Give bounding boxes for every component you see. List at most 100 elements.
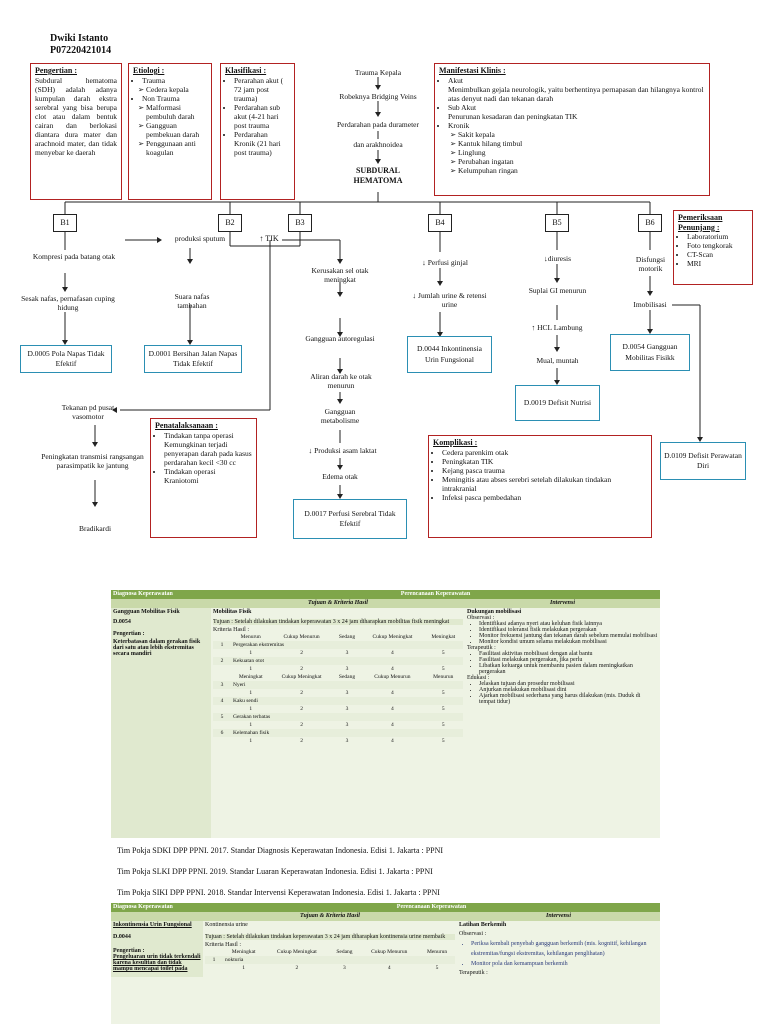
- b2-node-suara: Suara nafas tambahan: [174, 292, 210, 311]
- t1-ter-item: Fasilitasi aktivitas mobilisasi dengan a…: [479, 651, 658, 657]
- t1-scale-a: Cukup Menurun: [283, 634, 320, 640]
- t1-obs-item: Monitor frekuensi jantung dan tekanan da…: [479, 633, 658, 639]
- diagnosis-d0017: D.0017 Perfusi Serebral Tidak Efektif: [293, 499, 407, 539]
- manifestasi-item: Sub Akut: [448, 103, 705, 112]
- b4-perfusi-label: Perfusi ginjal: [427, 258, 468, 267]
- etiologi-box: Etiologi : Trauma Cedera kepala Non Trau…: [128, 63, 212, 200]
- t1-scale-a: Menurun: [240, 634, 261, 640]
- t2-scale: Cukup Menurun: [371, 949, 408, 955]
- t1-scale-a: Sedang: [338, 634, 356, 640]
- t1-row-label: Pergerakan ekstremitas: [233, 642, 285, 648]
- t1-scale-a: Meningkat: [431, 634, 456, 640]
- t1-edu-item: Ajarkan mobilisasi sederhana yang harus …: [479, 693, 658, 705]
- t2-scale: Meningkat: [231, 949, 256, 955]
- manifestasi-box: Manifestasi Klinis : Akut Menimbulkan ge…: [434, 63, 710, 196]
- t1-header-diagnosa: Diagnosa Keperawatan: [113, 591, 173, 597]
- flow-connectors: [62, 77, 703, 507]
- t1-scale-b: Meningkat: [238, 674, 263, 680]
- t1-kriteria: Kriteria Hasil :: [213, 627, 249, 633]
- b1-node-bradikardi: Bradikardi: [78, 524, 112, 533]
- t1-edukasi: Edukasi :: [467, 675, 490, 681]
- b5-hcl-label: HCL Lambung: [537, 323, 583, 332]
- etiologi-item: Non Trauma: [142, 94, 207, 103]
- pemeriksaan-item: Foto tengkorak: [687, 241, 748, 250]
- t1-row-label: Kaku sendi: [233, 698, 258, 704]
- t1-edu-item: Jelaskan tujuan dan prosedur mobilisasi: [479, 681, 658, 687]
- t2-intervensi-cell: Latihan Berkemih Observasi : Periksa kem…: [457, 921, 660, 977]
- t1-scale-a: Cukup Meningkat: [372, 634, 413, 640]
- b3-node-edema: Edema otak: [322, 472, 358, 481]
- b1-node-sesak: Sesak nafas, pernafasan cuping hidung: [21, 294, 115, 313]
- t2-obs-item: Monitor pola dan kemampuan berkemih: [471, 959, 658, 969]
- reference-siki: Tim Pokja SIKI DPP PPNI. 2018. Standar I…: [117, 888, 440, 897]
- manifestasi-item: Kelumpuhan ringan: [458, 166, 705, 175]
- tik-label: TIK: [265, 234, 279, 243]
- diagnosis-d0019: D.0019 Defisit Nutrisi: [515, 385, 600, 421]
- klasifikasi-title: Klasifikasi :: [225, 66, 267, 75]
- t1-diag-name: Gangguan Mobilitas Fisik: [113, 609, 180, 615]
- manifestasi-item: Kantuk hilang timbul: [458, 139, 705, 148]
- manifestasi-item: Linglung: [458, 148, 705, 157]
- manifestasi-desc: Menimbulkan gejala neurologik, yaitu ber…: [448, 84, 704, 103]
- t1-header-tujuan: Tujuan & Kriteria Hasil: [308, 600, 368, 606]
- t1-observasi: Observasi :: [467, 615, 495, 621]
- pemeriksaan-item: Laboratorium: [687, 232, 748, 241]
- penatalaksanaan-item: Tindakan operasi Kraniotomi: [164, 467, 252, 485]
- chain-perdarahan: Perdarahan pada durameter: [336, 120, 420, 129]
- t1-scale-b: Menurun: [433, 674, 454, 680]
- t2-tujuan-cell: Kontinensia urine Tujuan : Setelah dilak…: [203, 921, 457, 977]
- t1-pengertian: Keterbatasan dalam gerakan fisik dari sa…: [113, 639, 201, 657]
- b1-node-transmisi: Peningkatan transmisi rangsangan parasim…: [41, 452, 144, 471]
- manifestasi-item: Kronik: [448, 121, 705, 130]
- komplikasi-item: Cedera parenkim otak: [442, 448, 647, 457]
- t1-diagnosis-cell: Gangguan Mobilitas Fisik D.0054 Pengerti…: [111, 608, 211, 838]
- chain-trauma-kepala: Trauma Kepala: [354, 68, 402, 77]
- b2-node-sputum: produksi sputum: [174, 234, 226, 243]
- b3-label: B3: [288, 214, 312, 232]
- pengertian-box: Pengertian : Subdural hematoma (SDH) ada…: [30, 63, 122, 200]
- manifestasi-item: Akut: [448, 76, 705, 85]
- b3-node-kerusakan: Kerusakan sel otak meningkat: [311, 266, 369, 285]
- t1-ter-item: Libatkan keluarga untuk membantu pasien …: [479, 663, 658, 675]
- diagnosis-d0005: D.0005 Pola Napas Tidak Efektif: [20, 345, 112, 373]
- komplikasi-item: Meningitis atau abses serebri setelah di…: [442, 475, 647, 493]
- b3-node-aliran: Aliran darah ke otak menurun: [310, 372, 372, 391]
- t2-obs-item: Periksa kembali penyebab gangguan berkem…: [471, 939, 658, 959]
- b4-urine-label: Jumlah urine & retensi urine: [418, 291, 487, 310]
- t1-scale-b: Cukup Menurun: [374, 674, 411, 680]
- reference-sdki: Tim Pokja SDKI DPP PPNI. 2017. Standar D…: [117, 846, 444, 855]
- t2-diag-name: Inkontinensia Urin Fungsional: [113, 922, 192, 928]
- t2-header-intervensi: Intervensi: [545, 913, 571, 919]
- klasifikasi-box: Klasifikasi : Perarahan akut ( 72 jam po…: [220, 63, 295, 200]
- t1-ter-item: Fasilitasi melakukan pergerakan, jika pe…: [479, 657, 658, 663]
- t2-scale: Sedang: [336, 949, 353, 955]
- t1-row-label: Kekuatan otot: [233, 658, 265, 664]
- reference-slki: Tim Pokja SLKI DPP PPNI. 2019. Standar L…: [117, 867, 433, 876]
- t1-diag-code: D.0054: [113, 619, 131, 625]
- author-block: Dwiki Istanto P07220421014: [50, 33, 111, 57]
- t2-diagnosis-cell: Inkontinensia Urin Fungsional D.0044 Pen…: [111, 921, 203, 977]
- penatalaksanaan-box: Penatalaksanaan : Tindakan tanpa operasi…: [150, 418, 257, 538]
- b4-label: B4: [428, 214, 452, 232]
- etiologi-item: Malformasi pembuluh darah: [146, 103, 207, 121]
- diagnosis-d0054: D.0054 Gangguan Mobilitas Fisikk: [610, 334, 690, 371]
- b3-asam-laktat-label: Produksi asam laktat: [314, 446, 377, 455]
- t2-luaran: Kontinensia urine: [205, 922, 248, 928]
- t2-kriteria: Kriteria Hasil :: [205, 942, 241, 948]
- chain-arakhnoidea: dan arakhnoidea: [353, 140, 403, 149]
- t1-edu-item: Anjurkan melakukan mobilisasi dini: [479, 687, 658, 693]
- diagnosis-d0044: D.0044 Inkontinensia Urin Fungsional: [407, 336, 492, 373]
- t2-diag-code: D.0044: [113, 934, 131, 940]
- pengertian-text: Subdural hematoma (SDH) adalah adanya ku…: [35, 75, 117, 157]
- b3-node-metabolisme: Gangguan metabolisme: [320, 407, 360, 426]
- komplikasi-box: Komplikasi : Cedera parenkim otak Pening…: [428, 435, 652, 538]
- manifestasi-title: Manifestasi Klinis :: [439, 66, 506, 75]
- t1-pengertian-label: Pengertian :: [113, 631, 145, 637]
- etiologi-item: Gangguan pembekuan darah: [146, 121, 207, 139]
- t2-terapeutik: Terapeutik :: [459, 969, 488, 976]
- b5-diuresis-label: diuresis: [547, 254, 572, 263]
- b4-node-urine: ↓ Jumlah urine & retensi urine: [412, 291, 487, 310]
- t1-row-label: Nyeri: [233, 682, 246, 688]
- b5-node-suplai: Suplai GI menurun: [528, 286, 587, 295]
- b5-node-hcl: ↑ HCL Lambung: [531, 323, 583, 332]
